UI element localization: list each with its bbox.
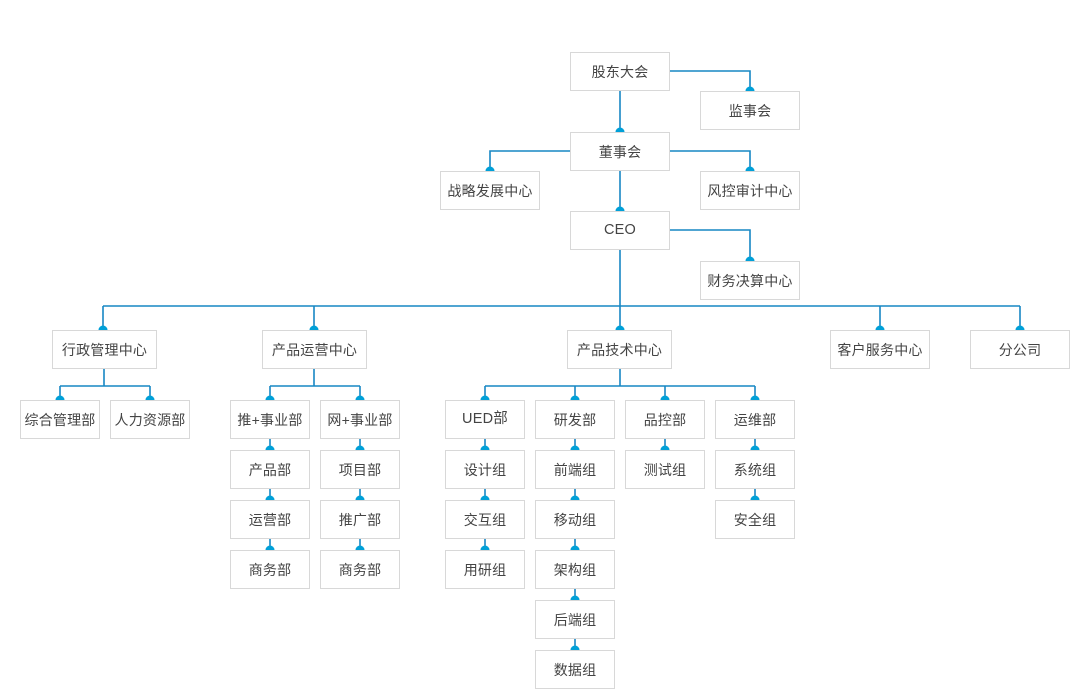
node-customer-service-center[interactable]: 客户服务中心: [830, 330, 930, 369]
node-business-dept-a[interactable]: 商务部: [230, 550, 310, 589]
node-security-group[interactable]: 安全组: [715, 500, 795, 539]
node-tui-business-unit[interactable]: 推+事业部: [230, 400, 310, 439]
node-admin-center[interactable]: 行政管理中心: [52, 330, 157, 369]
node-wang-business-unit[interactable]: 网+事业部: [320, 400, 400, 439]
node-shareholders-meeting[interactable]: 股东大会: [570, 52, 670, 91]
node-ued-dept[interactable]: UED部: [445, 400, 525, 439]
node-ops-maintenance-dept[interactable]: 运维部: [715, 400, 795, 439]
node-backend-group[interactable]: 后端组: [535, 600, 615, 639]
node-board-of-directors[interactable]: 董事会: [570, 132, 670, 171]
node-data-group[interactable]: 数据组: [535, 650, 615, 689]
node-architecture-group[interactable]: 架构组: [535, 550, 615, 589]
node-product-ops-center[interactable]: 产品运营中心: [262, 330, 367, 369]
node-product-dept[interactable]: 产品部: [230, 450, 310, 489]
node-general-admin-dept[interactable]: 综合管理部: [20, 400, 100, 439]
node-product-tech-center[interactable]: 产品技术中心: [567, 330, 672, 369]
node-branch-company[interactable]: 分公司: [970, 330, 1070, 369]
node-user-research-group[interactable]: 用研组: [445, 550, 525, 589]
node-qc-dept[interactable]: 品控部: [625, 400, 705, 439]
node-promotion-dept[interactable]: 推广部: [320, 500, 400, 539]
node-system-group[interactable]: 系统组: [715, 450, 795, 489]
node-design-group[interactable]: 设计组: [445, 450, 525, 489]
node-supervisory-board[interactable]: 监事会: [700, 91, 800, 130]
node-operations-dept[interactable]: 运营部: [230, 500, 310, 539]
node-ceo[interactable]: CEO: [570, 211, 670, 250]
node-finance-center[interactable]: 财务决算中心: [700, 261, 800, 300]
node-rd-dept[interactable]: 研发部: [535, 400, 615, 439]
node-project-dept[interactable]: 项目部: [320, 450, 400, 489]
node-mobile-group[interactable]: 移动组: [535, 500, 615, 539]
node-risk-audit-center[interactable]: 风控审计中心: [700, 171, 800, 210]
node-interaction-group[interactable]: 交互组: [445, 500, 525, 539]
node-business-dept-b[interactable]: 商务部: [320, 550, 400, 589]
node-hr-dept[interactable]: 人力资源部: [110, 400, 190, 439]
node-test-group[interactable]: 测试组: [625, 450, 705, 489]
node-strategy-center[interactable]: 战略发展中心: [440, 171, 540, 210]
node-frontend-group[interactable]: 前端组: [535, 450, 615, 489]
